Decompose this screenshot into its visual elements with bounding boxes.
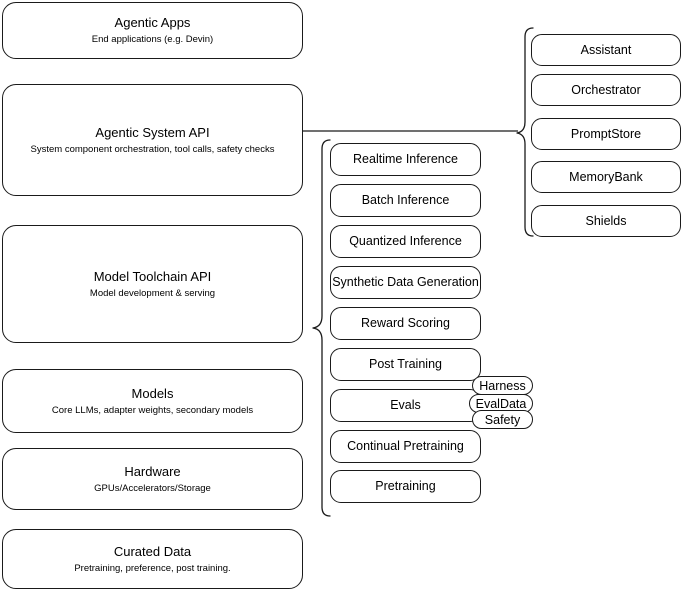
stack-layer-title: Models [131,385,174,401]
toolchain-item-label: Reward Scoring [361,316,450,330]
toolchain-item-continual-pretraining[interactable]: Continual Pretraining [330,430,481,463]
agentic-component-label: MemoryBank [569,169,643,184]
toolchain-item-pretraining[interactable]: Pretraining [330,470,481,503]
stack-layer-models[interactable]: Models Core LLMs, adapter weights, secon… [2,369,303,433]
brace-model-toolchain [304,138,332,520]
stack-layer-agentic-apps[interactable]: Agentic Apps End applications (e.g. Devi… [2,2,303,59]
stack-layer-title: Agentic Apps [114,15,191,30]
agentic-component-label: Shields [585,213,627,228]
stack-layer-agentic-system-api[interactable]: Agentic System API System component orch… [2,84,303,196]
toolchain-item-batch-inference[interactable]: Batch Inference [330,184,481,217]
eval-pill-safety[interactable]: Safety [472,410,533,429]
toolchain-item-label: Post Training [369,357,442,371]
stack-layer-title: Hardware [124,463,181,479]
agentic-component-label: Assistant [580,42,632,57]
toolchain-item-quantized-inference[interactable]: Quantized Inference [330,225,481,258]
agentic-component-label: Orchestrator [571,82,641,97]
toolchain-item-label: Batch Inference [361,193,450,207]
agentic-component-promptstore[interactable]: PromptStore [531,118,681,150]
stack-layer-subtitle: GPUs/Accelerators/Storage [94,482,211,494]
toolchain-item-evals[interactable]: Evals [330,389,481,422]
toolchain-item-label: Synthetic Data Generation [332,275,479,289]
stack-layer-subtitle: Model development & serving [89,287,216,299]
toolchain-item-label: Pretraining [375,479,436,493]
toolchain-item-synthetic-data-generation[interactable]: Synthetic Data Generation [330,266,481,299]
stack-layer-title: Agentic System API [95,124,210,140]
agentic-component-assistant[interactable]: Assistant [531,34,681,66]
toolchain-item-label: Realtime Inference [353,152,458,166]
eval-pill-label: Safety [484,412,521,427]
toolchain-item-label: Continual Pretraining [347,439,464,453]
agentic-component-shields[interactable]: Shields [531,205,681,237]
eval-pill-harness[interactable]: Harness [472,376,533,395]
toolchain-item-realtime-inference[interactable]: Realtime Inference [330,143,481,176]
agentic-component-memorybank[interactable]: MemoryBank [531,161,681,193]
stack-layer-curated-data[interactable]: Curated Data Pretraining, preference, po… [2,529,303,589]
toolchain-item-label: Quantized Inference [349,234,462,248]
stack-layer-model-toolchain-api[interactable]: Model Toolchain API Model development & … [2,225,303,343]
toolchain-item-label: Evals [390,398,421,412]
stack-layer-subtitle: Core LLMs, adapter weights, secondary mo… [51,404,254,416]
stack-layer-subtitle: System component orchestration, tool cal… [30,143,275,155]
stack-layer-subtitle: End applications (e.g. Devin) [91,34,214,45]
eval-pill-label: EvalData [475,396,527,411]
connector-agentic-system-to-components [303,125,519,137]
toolchain-item-post-training[interactable]: Post Training [330,348,481,381]
eval-pill-label: Harness [479,378,526,393]
stack-layer-title: Curated Data [113,543,192,559]
stack-layer-hardware[interactable]: Hardware GPUs/Accelerators/Storage [2,448,303,510]
stack-layer-subtitle: Pretraining, preference, post training. [74,562,231,574]
eval-pill-evaldata[interactable]: EvalData [469,394,533,413]
toolchain-item-reward-scoring[interactable]: Reward Scoring [330,307,481,340]
agentic-component-label: PromptStore [570,126,642,141]
agentic-component-orchestrator[interactable]: Orchestrator [531,74,681,106]
stack-layer-title: Model Toolchain API [93,268,212,284]
